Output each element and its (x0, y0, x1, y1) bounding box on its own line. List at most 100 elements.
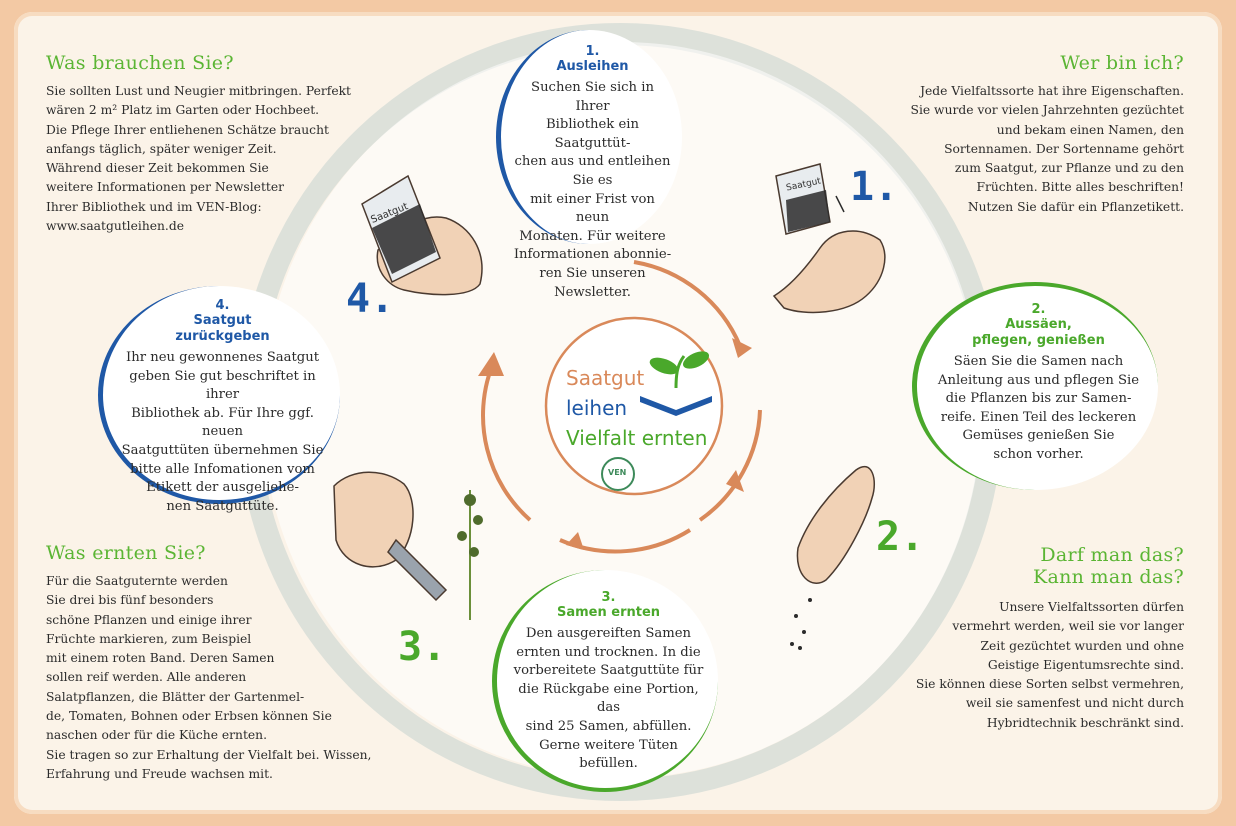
top-left-line: weitere Informationen per Newsletter (46, 180, 284, 195)
top-right-text: Jede Vielfaltssorte hat ihre Eigenschaft… (911, 82, 1184, 217)
logo-word-saatgut: Saatgut (566, 366, 645, 390)
top-left-line: wären 2 m² Platz im Garten oder Hochbeet… (46, 103, 320, 118)
bottom-left-line: schöne Pflanzen und einige ihrer (46, 612, 252, 627)
step-3-circle: 3. Samen ernten Den ausgereiften Samen e… (492, 570, 718, 792)
step-2-circle: 2. Aussäen, pflegen, genießen Säen Sie d… (912, 282, 1158, 490)
step-3-text: Den ausgereiften Samen ernten und trockn… (507, 625, 710, 774)
step-1-title: Ausleihen (556, 59, 629, 74)
bottom-right-title-line: Kann man das? (1033, 566, 1184, 588)
step-2-text-line: schon vorher. (993, 446, 1084, 462)
bottom-right-line: Sie können diese Sorten selbst vermehren… (915, 677, 1184, 692)
step-1-text: Suchen Sie sich in Ihrer Bibliothek ein … (513, 79, 672, 302)
big-number-1: 1. (850, 164, 899, 210)
top-left-line: anfangs täglich, später weniger Zeit. (46, 141, 277, 156)
top-left-title: Was brauchen Sie? (46, 52, 234, 74)
pruning-hand-illustration (333, 471, 483, 620)
step-1-text-line: Suchen Sie sich in Ihrer (531, 80, 654, 114)
bottom-left-line: Sie tragen so zur Erhaltung der Vielfalt… (46, 747, 372, 762)
bottom-right-line: vermehrt werden, weil sie vor langer (952, 619, 1184, 634)
step-1-number: 1. (585, 44, 600, 59)
cycle-arrowhead-1 (732, 338, 752, 358)
step-4-text-line: geben Sie gut beschriftet in ihrer (129, 368, 316, 403)
bottom-right-title-line: Darf man das? (1040, 544, 1184, 566)
step-4-title-line: Saatgut (193, 313, 252, 328)
step-3-text-line: vorbereitete Saatguttüte für (513, 663, 704, 679)
step-4-title-line: zurückgeben (175, 329, 270, 344)
top-right-line: Sortennamen. Der Sortenname gehört (944, 141, 1184, 156)
step-3-title: Samen ernten (556, 605, 661, 620)
cycle-arrowhead-3 (566, 532, 584, 550)
step-1-text-line: Monaten. Für weitere (519, 228, 666, 244)
top-right-line: Nutzen Sie dafür ein Pflanzetikett. (967, 199, 1184, 214)
step-2-title-line: pflegen, genießen (972, 333, 1105, 348)
bottom-left-title: Was ernten Sie? (46, 542, 206, 564)
big-number-3: 3. (398, 624, 447, 670)
big-number-2: 2. (876, 514, 925, 560)
step-1-text-line: Bibliothek ein Saatguttüt- (545, 117, 640, 151)
bottom-left-text: Für die Saatguternte werden Sie drei bis… (46, 572, 371, 784)
top-right-title: Wer bin ich? (1060, 52, 1184, 74)
step-1-circle: 1. Ausleihen Suchen Sie sich in Ihrer Bi… (496, 30, 682, 300)
hand-holding-packet-illustration (361, 174, 483, 296)
big-number-4: 4. (346, 276, 395, 322)
step-3-text-line: Gerne weitere Tüten (539, 737, 678, 753)
step-4-text-line: Etikett der ausgeliehe- (146, 480, 299, 496)
top-right-line: zum Saatgut, zur Pflanze und zu den (954, 161, 1184, 176)
logo-word-leihen: leihen (566, 396, 628, 420)
cycle-arrow-2 (698, 409, 762, 522)
bottom-left-line: Für die Saatguternte werden (46, 574, 228, 588)
cycle-arrow-4 (481, 365, 532, 522)
bottom-left-line: sollen reif werden. Alle anderen (46, 670, 247, 685)
step-3-text-line: sind 25 Samen, abfüllen. (525, 718, 692, 734)
cycle-arrowhead-4 (478, 352, 504, 376)
step-1-text-line: Newsletter. (554, 284, 631, 300)
sprout-leaf-left (649, 357, 679, 375)
bottom-right-line: Hybridtechnik beschränkt sind. (986, 715, 1184, 730)
bottom-right-line: Unsere Vielfaltssorten dürfen (999, 600, 1184, 614)
bottom-left-line: Salatpflanzen, die Blätter der Gartenmel… (46, 689, 305, 704)
step-3-text-line: Den ausgereiften Samen (525, 626, 692, 641)
step-2-text-line: reife. Einen Teil des leckeren (940, 409, 1137, 425)
top-right-line: Jede Vielfaltssorte hat ihre Eigenschaft… (920, 84, 1184, 98)
top-left-line: www.saatgutleihen.de (46, 219, 184, 234)
open-hand-illustration (772, 163, 886, 314)
step-2-text-line: Säen Sie die Samen nach (953, 354, 1124, 369)
bottom-right-line: Geistige Eigentumsrechte sind. (987, 657, 1184, 672)
bottom-left-line: de, Tomaten, Bohnen oder Erbsen können S… (46, 709, 332, 724)
step-1-text-line: chen aus und entleihen Sie es (514, 154, 671, 188)
top-left-line: Sie sollten Lust und Neugier mitbringen.… (46, 84, 351, 98)
sowing-hand-illustration (790, 466, 876, 650)
step-4-text: Ihr neu gewonnenes Saatgut geben Sie gut… (115, 349, 330, 516)
bottom-left-line: Erfahrung und Freude wachsen mit. (46, 766, 273, 781)
cycle-arrowhead-2 (726, 470, 744, 492)
top-right-line: und bekam einen Namen, den (996, 122, 1184, 137)
top-right-line: Sie wurde vor vielen Jahrzehnten gezücht… (910, 103, 1184, 118)
bottom-left-line: mit einem roten Band. Deren Samen (46, 651, 275, 666)
cycle-arrow-1 (633, 260, 742, 347)
step-2-title-line: Aussäen, (1005, 317, 1072, 332)
step-3-text-line: ernten und trocknen. In die (516, 644, 701, 660)
bottom-right-title: Darf man das? Kann man das? (1033, 544, 1184, 588)
bottom-left-line: Sie drei bis fünf besonders (46, 593, 214, 608)
bottom-right-line: Zeit gezüchtet wurden und ohne (980, 638, 1184, 653)
top-left-line: Ihrer Bibliothek und im VEN-Blog: (46, 199, 262, 214)
step-4-text-line: Ihr neu gewonnenes Saatgut (126, 350, 319, 365)
step-1-text-line: Informationen abonnie- (513, 247, 672, 263)
step-1-text-line: mit einer Frist von neun (530, 191, 655, 226)
step-4-text-line: nen Saatguttüte. (166, 498, 279, 514)
top-left-text: Sie sollten Lust und Neugier mitbringen.… (46, 82, 351, 236)
ven-badge-text: VEN (608, 468, 627, 477)
step-2-text-line: Anleitung aus und pflegen Sie (937, 372, 1140, 388)
step-3-text-line: die Rückgabe eine Portion, das (518, 681, 699, 716)
step-4-number: 4. (215, 298, 230, 313)
step-4-circle: 4. Saatgut zurückgeben Ihr neu gewonnene… (98, 286, 340, 514)
top-left-line: Die Pflege Ihrer entliehenen Schätze bra… (46, 122, 329, 137)
step-2-text: Säen Sie die Samen nach Anleitung aus un… (929, 353, 1148, 465)
step-2-text-line: Gemüses genießen Sie (962, 428, 1115, 444)
step-4-text-line: Bibliothek ab. Für Ihre ggf. neuen (131, 405, 314, 440)
step-4-text-line: Saatguttüten übernehmen Sie (121, 442, 324, 458)
step-3-text-line: befüllen. (579, 756, 638, 772)
book-icon (640, 396, 712, 416)
